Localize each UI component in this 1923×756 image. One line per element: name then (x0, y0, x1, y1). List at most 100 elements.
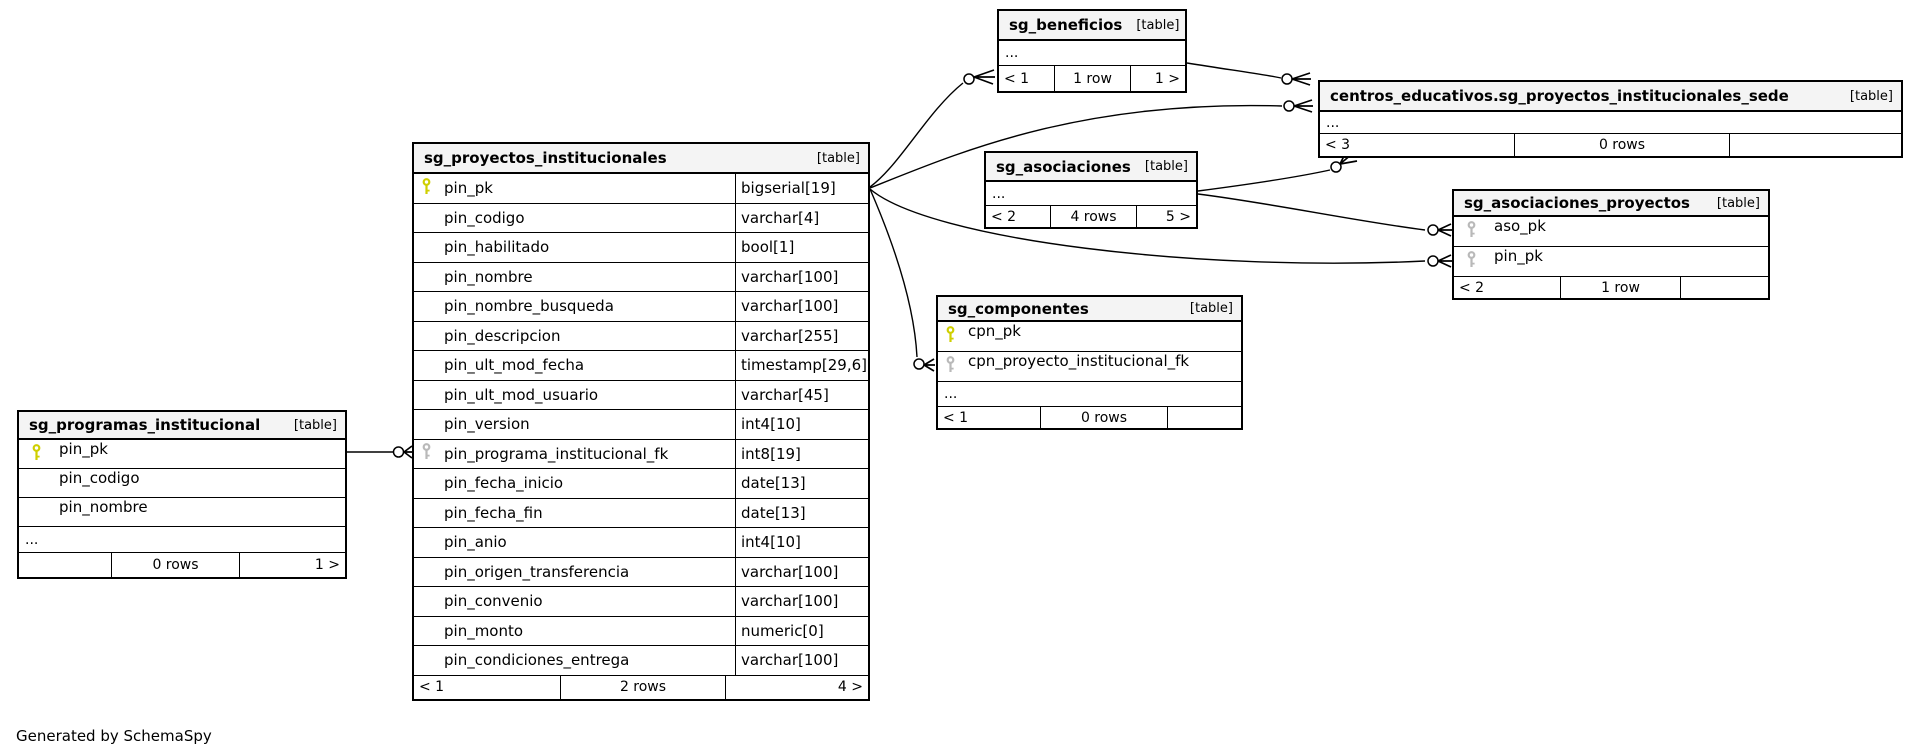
table-footer: < 2 1 row (1454, 277, 1768, 298)
table-header[interactable]: sg_beneficios [table] (999, 11, 1185, 41)
table-name[interactable]: centros_educativos.sg_proyectos_instituc… (1330, 87, 1789, 105)
relationship-programas-to-proyectos (347, 445, 413, 459)
children-count (1167, 407, 1241, 428)
table-name[interactable]: sg_asociaciones (996, 157, 1131, 176)
rows-count: 2 rows (560, 675, 725, 699)
column-name: pin_pk (444, 179, 493, 198)
column-type: varchar[4] (735, 203, 868, 232)
table-name[interactable]: sg_proyectos_institucionales (424, 149, 667, 167)
primary-key-icon (945, 326, 956, 347)
table-header[interactable]: centros_educativos.sg_proyectos_instituc… (1320, 82, 1901, 112)
foreign-key-icon (1466, 221, 1477, 242)
table-footer: < 1 1 row 1 > (999, 66, 1185, 91)
column-type: varchar[100] (735, 646, 868, 675)
children-count (1680, 277, 1768, 298)
column-name: pin_fecha_fin (444, 503, 543, 522)
table-centros-educativos-sg-proyectos-institucionales-sede[interactable]: centros_educativos.sg_proyectos_instituc… (1318, 80, 1903, 158)
rows-count: 1 row (1560, 277, 1680, 298)
table-type-badge: [table] (1189, 301, 1233, 316)
column-name: pin_anio (444, 533, 507, 552)
column-type: varchar[100] (735, 292, 868, 321)
column-name: pin_ult_mod_fecha (444, 356, 585, 375)
column-name: pin_pk (1494, 247, 1543, 265)
table-footer: < 1 0 rows (938, 407, 1241, 428)
relationship-beneficios-to-sede (1186, 62, 1311, 86)
column-type: date[13] (735, 469, 868, 498)
table-row: pin_programa_institucional_fk int8[19] (414, 439, 868, 469)
column-name: pin_nombre (59, 498, 148, 516)
column-name: aso_pk (1494, 217, 1546, 235)
table-header[interactable]: sg_proyectos_institucionales [table] (414, 144, 868, 174)
column-name: pin_pk (59, 440, 108, 458)
table-type-badge: [table] (816, 150, 860, 166)
children-count: 4 > (725, 675, 868, 699)
hidden-columns-ellipsis: ... (1320, 112, 1901, 134)
table-row: pin_nombre varchar[100] (414, 262, 868, 292)
table-header[interactable]: sg_asociaciones [table] (986, 153, 1196, 182)
table-row: pin_condiciones_entrega varchar[100] (414, 646, 868, 676)
table-name[interactable]: sg_beneficios (1009, 16, 1123, 34)
parents-count: < 1 (1004, 70, 1030, 87)
table-row: pin_origen_transferencia varchar[100] (414, 557, 868, 587)
table-row: pin_ult_mod_usuario varchar[45] (414, 380, 868, 410)
children-count: 1 > (239, 553, 345, 577)
children-count (1729, 134, 1901, 156)
table-type-badge: [table] (293, 417, 337, 433)
parents-count: < 3 (1325, 137, 1351, 153)
column-type: int4[10] (735, 528, 868, 557)
table-header[interactable]: sg_componentes [table] (938, 297, 1241, 322)
table-row: pin_pk (19, 440, 345, 469)
table-sg-programas-institucional[interactable]: sg_programas_institucional [table] pin_p… (17, 410, 347, 579)
table-sg-asociaciones-proyectos[interactable]: sg_asociaciones_proyectos [table] aso_pk… (1452, 189, 1770, 300)
table-footer: < 2 4 rows 5 > (986, 206, 1196, 227)
hidden-columns-ellipsis: ... (999, 41, 1185, 66)
table-row: pin_monto numeric[0] (414, 616, 868, 646)
table-sg-componentes[interactable]: sg_componentes [table] cpn_pk cpn_proyec… (936, 295, 1243, 430)
hidden-columns-ellipsis: ... (986, 182, 1196, 206)
column-type: int8[19] (735, 439, 868, 468)
table-header[interactable]: sg_programas_institucional [table] (19, 412, 345, 440)
column-name: pin_habilitado (444, 238, 550, 257)
rows-count: 0 rows (1040, 407, 1167, 428)
column-type: date[13] (735, 498, 868, 527)
column-name: pin_programa_institucional_fk (444, 444, 669, 463)
column-name: pin_monto (444, 621, 524, 640)
column-name: pin_nombre (444, 267, 533, 286)
children-count: 5 > (1136, 206, 1196, 227)
table-sg-beneficios[interactable]: sg_beneficios [table] ... < 1 1 row 1 > (997, 9, 1187, 93)
hidden-columns-ellipsis: ... (19, 527, 345, 553)
column-name: pin_convenio (444, 592, 543, 611)
parents-count (19, 553, 111, 577)
table-header[interactable]: sg_asociaciones_proyectos [table] (1454, 191, 1768, 217)
primary-key-icon (31, 443, 42, 465)
relationship-asociaciones-to-asociaciones-proyectos (1197, 193, 1452, 237)
table-row: pin_fecha_fin date[13] (414, 498, 868, 528)
column-type: timestamp[29,6] (735, 351, 868, 380)
table-sg-proyectos-institucionales[interactable]: sg_proyectos_institucionales [table] pin… (412, 142, 870, 701)
rows-count: 0 rows (1514, 134, 1729, 156)
table-row: pin_nombre_busqueda varchar[100] (414, 292, 868, 322)
table-footer: < 3 0 rows (1320, 134, 1901, 156)
table-row: pin_pk (1454, 247, 1768, 277)
column-name: pin_ult_mod_usuario (444, 385, 599, 404)
table-footer: 0 rows 1 > (19, 553, 345, 577)
column-name: pin_nombre_busqueda (444, 297, 614, 316)
table-name[interactable]: sg_asociaciones_proyectos (1464, 194, 1690, 212)
foreign-key-icon (945, 356, 956, 377)
table-sg-asociaciones[interactable]: sg_asociaciones [table] ... < 2 4 rows 5… (984, 151, 1198, 229)
column-name: pin_codigo (59, 469, 140, 487)
table-row: pin_codigo (19, 469, 345, 498)
column-type: varchar[100] (735, 557, 868, 586)
column-name: cpn_pk (968, 322, 1021, 340)
table-name[interactable]: sg_componentes (948, 299, 1089, 318)
generator-credit: Generated by SchemaSpy (16, 727, 212, 745)
relationship-proyectos-to-asociaciones-proyectos (869, 188, 1452, 268)
parents-count: < 2 (1459, 279, 1485, 296)
rows-count: 4 rows (1050, 206, 1136, 227)
table-type-badge: [table] (1716, 195, 1760, 211)
table-name[interactable]: sg_programas_institucional (29, 416, 261, 434)
table-row: cpn_proyecto_institucional_fk (938, 352, 1241, 382)
column-type: varchar[100] (735, 587, 868, 616)
